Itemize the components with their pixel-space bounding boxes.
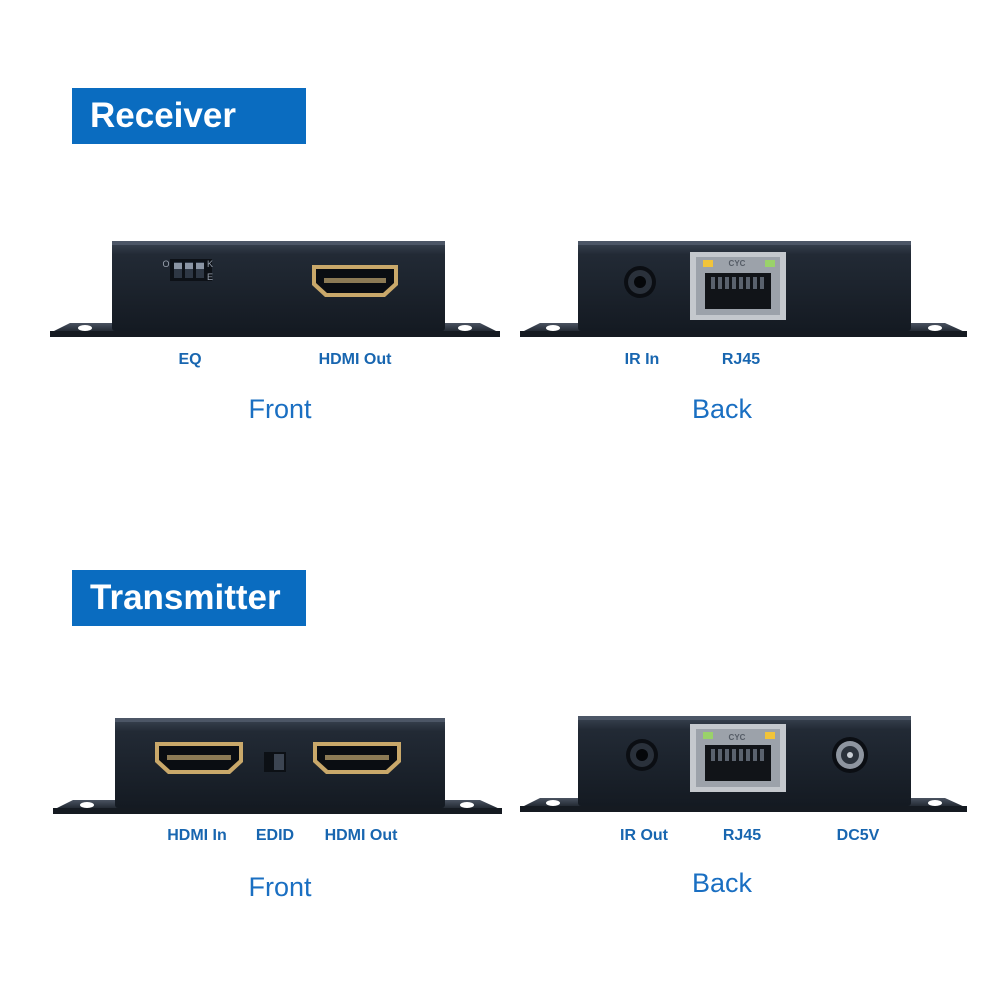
transmitter-title: Transmitter [72,570,306,626]
mount-hole [928,325,942,331]
rj45-port [690,724,786,792]
port-label-eq: EQ [178,351,202,368]
dip-label: O [162,259,170,269]
dc5v-jack [832,737,868,773]
port-label-rj45: RJ45 [722,827,762,844]
mount-hole [80,802,94,808]
mount-hole [458,325,472,331]
ir-out-jack [626,739,658,771]
port-label-hdmi-in: HDMI In [167,827,227,844]
edid-switch [264,752,286,772]
mount-hole [546,800,560,806]
transmitter-front-device [53,718,502,814]
mount-hole [546,325,560,331]
port-label-dc5v: DC5V [836,827,880,844]
ir-in-jack [624,266,656,298]
port-label-ir-in: IR In [624,351,660,368]
port-label-ir-out: IR Out [620,827,668,844]
front-label: Front [248,394,312,424]
receiver-back-device [520,241,967,337]
dip-label: E [206,272,214,282]
eq-dip-switch [170,259,212,281]
transmitter-back-device [520,716,967,812]
rj45-led-label: CYC [728,733,746,742]
port-label-hdmi-out: HDMI Out [318,351,392,368]
receiver-title: Receiver [72,88,306,144]
back-label: Back [691,868,753,898]
mount-hole [460,802,474,808]
mount-hole [78,325,92,331]
back-label: Back [691,394,753,424]
receiver-front-device [50,241,500,337]
rj45-port [690,252,786,320]
rj45-led-label: CYC [728,259,746,268]
port-label-rj45: RJ45 [721,351,761,368]
front-label: Front [248,872,312,902]
dip-label: K [206,259,214,269]
hdmi-in-port [155,742,243,774]
mount-hole [928,800,942,806]
hdmi-out-port [312,265,398,297]
port-label-hdmi-out: HDMI Out [324,827,398,844]
port-label-edid: EDID [255,827,295,844]
hdmi-out-port [313,742,401,774]
